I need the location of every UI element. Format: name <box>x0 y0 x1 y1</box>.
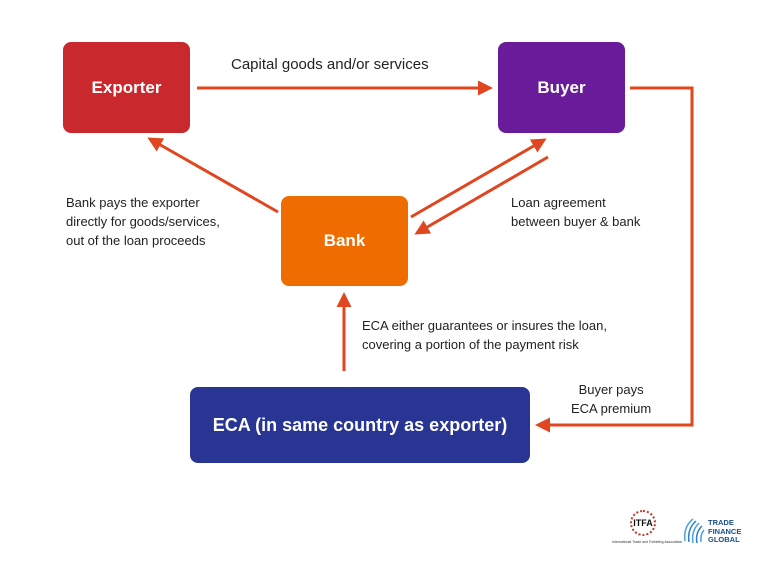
exporter-node: Exporter <box>63 42 190 133</box>
eca-label: ECA (in same country as exporter) <box>212 414 508 435</box>
tfg-text: TRADE FINANCE GLOBAL <box>708 518 742 544</box>
eca-node: ECA (in same country as exporter) <box>190 387 530 463</box>
eca-guarantee-line: ECA either guarantees or insures the loa… <box>362 318 607 333</box>
eca-guarantee-line: covering a portion of the payment risk <box>362 337 579 352</box>
bank-pays-line: Bank pays the exporter <box>66 195 200 210</box>
buyer-pays-label: Buyer pays ECA premium <box>571 380 651 418</box>
loan-agreement-line: Loan agreement <box>511 195 606 210</box>
itfa-subtitle: International Trade and Forfaiting Assoc… <box>612 540 683 544</box>
arrow-bank-to-exporter <box>147 137 279 214</box>
arrow-buyer-to-bank <box>414 155 549 235</box>
itfa-mark: ITFA <box>630 510 656 536</box>
buyer-node: Buyer <box>498 42 625 133</box>
eca-guarantee-label: ECA either guarantees or insures the loa… <box>362 316 607 354</box>
tfg-logo: TRADE FINANCE GLOBAL <box>681 515 761 549</box>
arrow-bank-to-buyer <box>410 138 547 219</box>
buyer-pays-line: ECA premium <box>571 401 652 416</box>
bank-pays-line: out of the loan proceeds <box>66 233 206 248</box>
tfg-globe-icon <box>683 518 705 544</box>
bank-node: Bank <box>281 196 408 286</box>
buyer-pays-line: Buyer pays <box>578 382 644 397</box>
bank-pays-label: Bank pays the exporter directly for good… <box>66 193 220 250</box>
exporter-label: Exporter <box>91 77 162 97</box>
loan-agreement-label: Loan agreement between buyer & bank <box>511 193 640 231</box>
bank-pays-line: directly for goods/services, <box>66 214 220 229</box>
bank-label: Bank <box>323 231 366 250</box>
capital-goods-label: Capital goods and/or services <box>231 56 429 73</box>
itfa-logo: ITFA International Trade and Forfaiting … <box>612 510 683 554</box>
loan-agreement-line: between buyer & bank <box>511 214 641 229</box>
buyer-label: Buyer <box>537 77 586 97</box>
arrow-buyer-to-eca <box>535 86 694 433</box>
